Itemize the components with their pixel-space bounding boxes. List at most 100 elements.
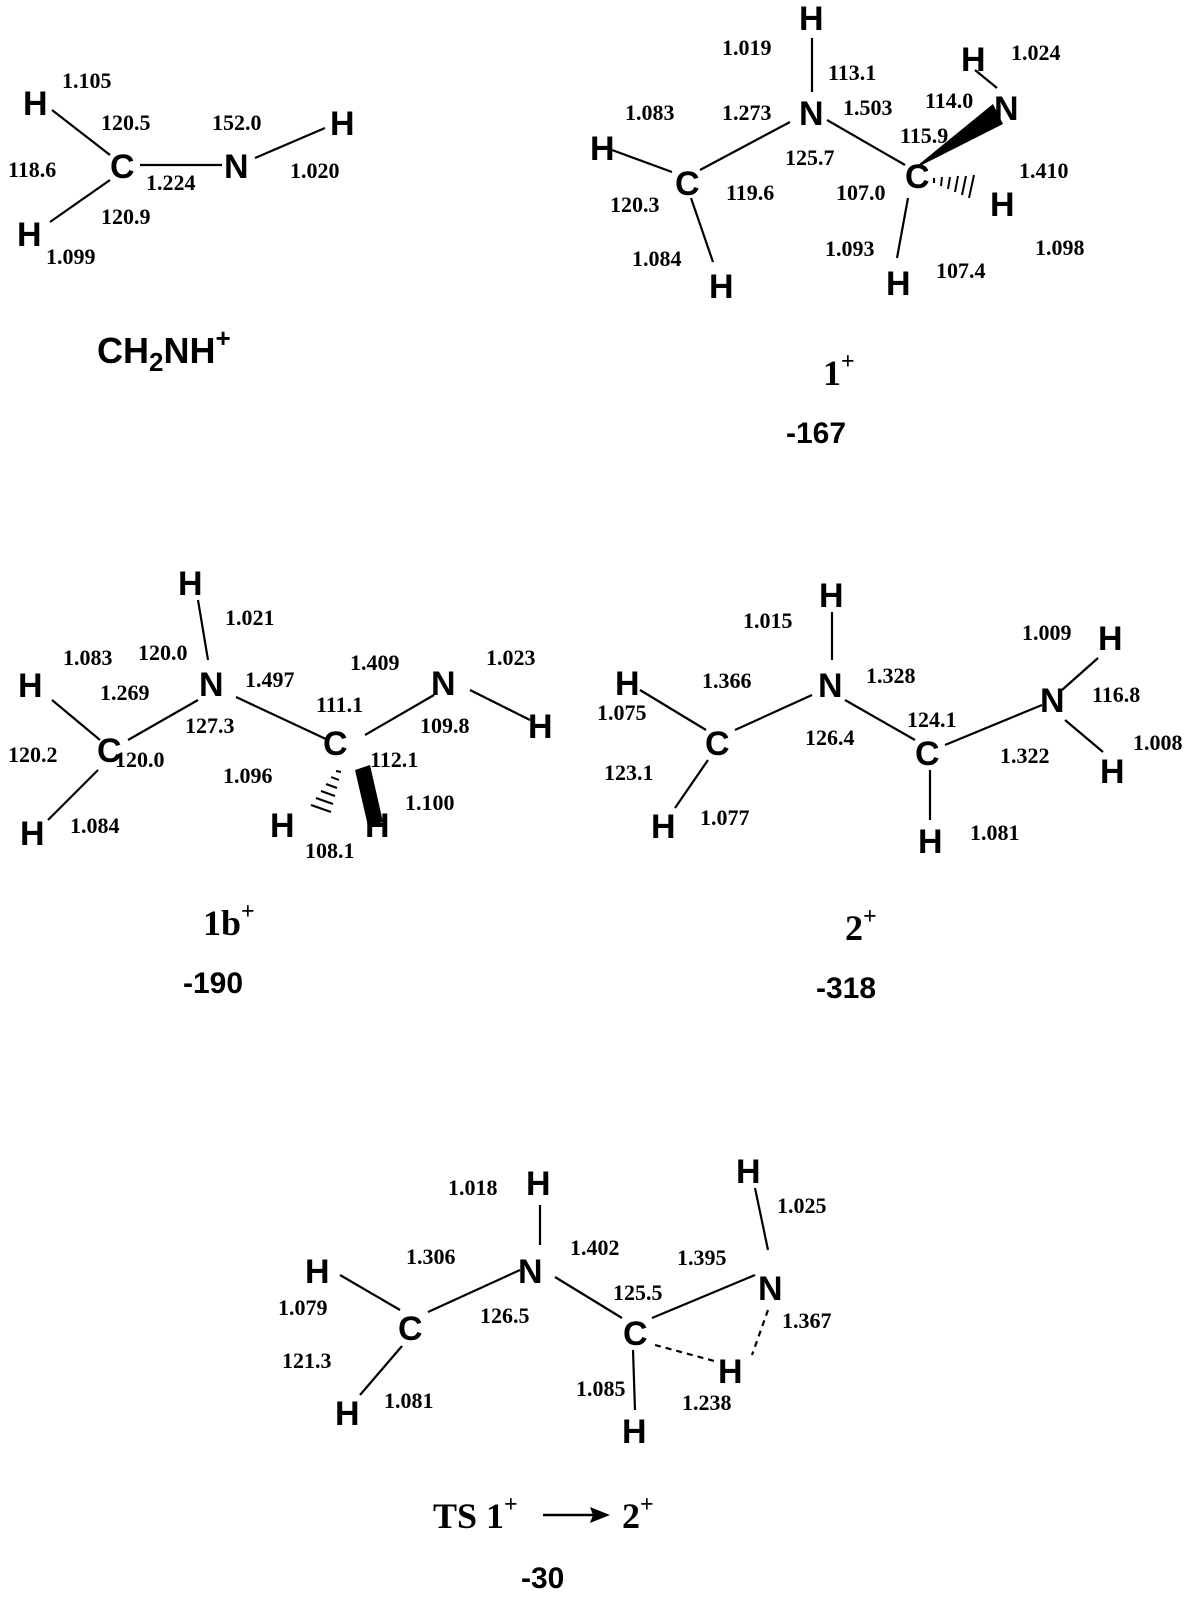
- atom-c: C: [915, 735, 940, 773]
- atom-c: C: [905, 158, 930, 196]
- bond-length: 1.085: [576, 1376, 626, 1401]
- atom-h: H: [990, 186, 1015, 224]
- bond-angle: 124.1: [907, 707, 957, 732]
- bond-angle: 125.7: [785, 145, 835, 170]
- bond-length: 1.075: [597, 700, 647, 725]
- bond-length: 1.410: [1019, 158, 1069, 183]
- bond-angle: 125.5: [613, 1280, 663, 1305]
- bond-length: 1.083: [63, 645, 113, 670]
- bond-angle: 126.4: [805, 725, 855, 750]
- atom-n: N: [758, 1270, 783, 1308]
- atom-n: N: [994, 90, 1019, 128]
- bond-length: 1.083: [625, 100, 675, 125]
- atom-h: H: [330, 105, 355, 143]
- bond-length: 1.019: [722, 35, 772, 60]
- bond-angle: 120.5: [101, 110, 151, 135]
- atom-c: C: [675, 165, 700, 203]
- molecule-label: 2+: [845, 904, 877, 948]
- bond-angle: 152.0: [212, 110, 262, 135]
- atom-h: H: [365, 807, 390, 845]
- molecule-ts: H H H N N C C H H H 1.018 1.025 1.306 1.…: [278, 1153, 832, 1595]
- atom-h: H: [526, 1165, 551, 1203]
- bond-length: 1.367: [782, 1308, 832, 1333]
- atom-h: H: [651, 808, 676, 846]
- bond-length: 1.093: [825, 236, 875, 261]
- atom-h: H: [178, 565, 203, 603]
- molecule-ch2nh: H H C N H 1.105 120.5 152.0 118.6 1.224 …: [8, 68, 355, 377]
- bond-length: 1.015: [743, 608, 793, 633]
- bond-angle: 123.1: [604, 760, 654, 785]
- atom-n: N: [1040, 682, 1065, 720]
- molecule-label: TS 1+ 2+: [433, 1492, 654, 1536]
- bond-angle: 120.2: [8, 742, 58, 767]
- energy-value: -30: [521, 1562, 564, 1595]
- bond-angle: 120.0: [138, 640, 188, 665]
- bond-length: 1.024: [1011, 40, 1061, 65]
- bond-length: 1.409: [350, 650, 400, 675]
- atom-h: H: [23, 85, 48, 123]
- bond-length: 1.273: [722, 100, 772, 125]
- bond-length: 1.503: [843, 95, 893, 120]
- arrowhead: [590, 1507, 610, 1523]
- bond-length: 1.224: [146, 170, 196, 195]
- bond-length: 1.084: [632, 246, 682, 271]
- atom-c: C: [705, 725, 730, 763]
- atom-c: C: [623, 1315, 648, 1353]
- atom-h: H: [528, 708, 553, 746]
- bond-length: 1.084: [70, 813, 120, 838]
- molecule-1bplus: H N N H C C H H H H 1.021 1.083 120.0 1.…: [8, 565, 553, 1000]
- molecule-label: CH2NH+: [97, 323, 231, 377]
- atom-h: H: [270, 807, 295, 845]
- hashed-bond: [310, 770, 342, 813]
- atom-h: H: [335, 1395, 360, 1433]
- bond-length: 1.077: [700, 805, 750, 830]
- bond-length: 1.497: [245, 667, 295, 692]
- atom-n: N: [818, 667, 843, 705]
- bond-length: 1.099: [46, 244, 96, 269]
- atom-n: N: [224, 148, 249, 186]
- bond-angle: 111.1: [316, 692, 363, 717]
- atom-n: N: [799, 95, 824, 133]
- atom-h: H: [819, 577, 844, 615]
- bond-length: 1.079: [278, 1295, 328, 1320]
- atom-n: N: [431, 665, 456, 703]
- bond-length: 1.023: [486, 645, 536, 670]
- bond-angle: 112.1: [370, 747, 418, 772]
- atom-h: H: [718, 1353, 743, 1391]
- bond-length: 1.020: [290, 158, 340, 183]
- atom-h: H: [799, 0, 824, 38]
- bond-length: 1.328: [866, 663, 916, 688]
- bond-length: 1.096: [223, 763, 273, 788]
- bond-length: 1.105: [62, 68, 112, 93]
- atom-h: H: [18, 667, 43, 705]
- bond-angle: 115.9: [900, 123, 948, 148]
- bond-length: 1.021: [225, 605, 275, 630]
- ts-label-end: 2+: [622, 1492, 654, 1536]
- bond-angle: 107.4: [936, 258, 986, 283]
- bond-angle: 113.1: [828, 60, 876, 85]
- bond-angle: 108.1: [305, 838, 355, 863]
- bond-angle: 119.6: [726, 180, 774, 205]
- atom-c: C: [110, 148, 135, 186]
- energy-value: -190: [183, 967, 243, 1000]
- bond-angle: 120.0: [115, 747, 165, 772]
- bond-length: 1.402: [570, 1235, 620, 1260]
- hashed-bond: [933, 174, 975, 199]
- atom-h: H: [590, 130, 615, 168]
- bond-length: 1.269: [100, 680, 150, 705]
- bond-length: 1.322: [1000, 743, 1050, 768]
- bond-angle: 109.8: [420, 713, 470, 738]
- atom-h: H: [918, 823, 943, 861]
- bond-angle: 120.3: [610, 192, 660, 217]
- bond-angle: 107.0: [836, 180, 886, 205]
- atom-c: C: [398, 1310, 423, 1348]
- bond-length: 1.025: [777, 1193, 827, 1218]
- bond-length: 1.395: [677, 1245, 727, 1270]
- bond-length: 1.306: [406, 1244, 456, 1269]
- energy-value: -167: [786, 417, 846, 450]
- bond-angle: 121.3: [282, 1348, 332, 1373]
- bond-angle: 127.3: [185, 713, 235, 738]
- energy-value: -318: [816, 972, 876, 1005]
- bond-angle: 120.9: [101, 204, 151, 229]
